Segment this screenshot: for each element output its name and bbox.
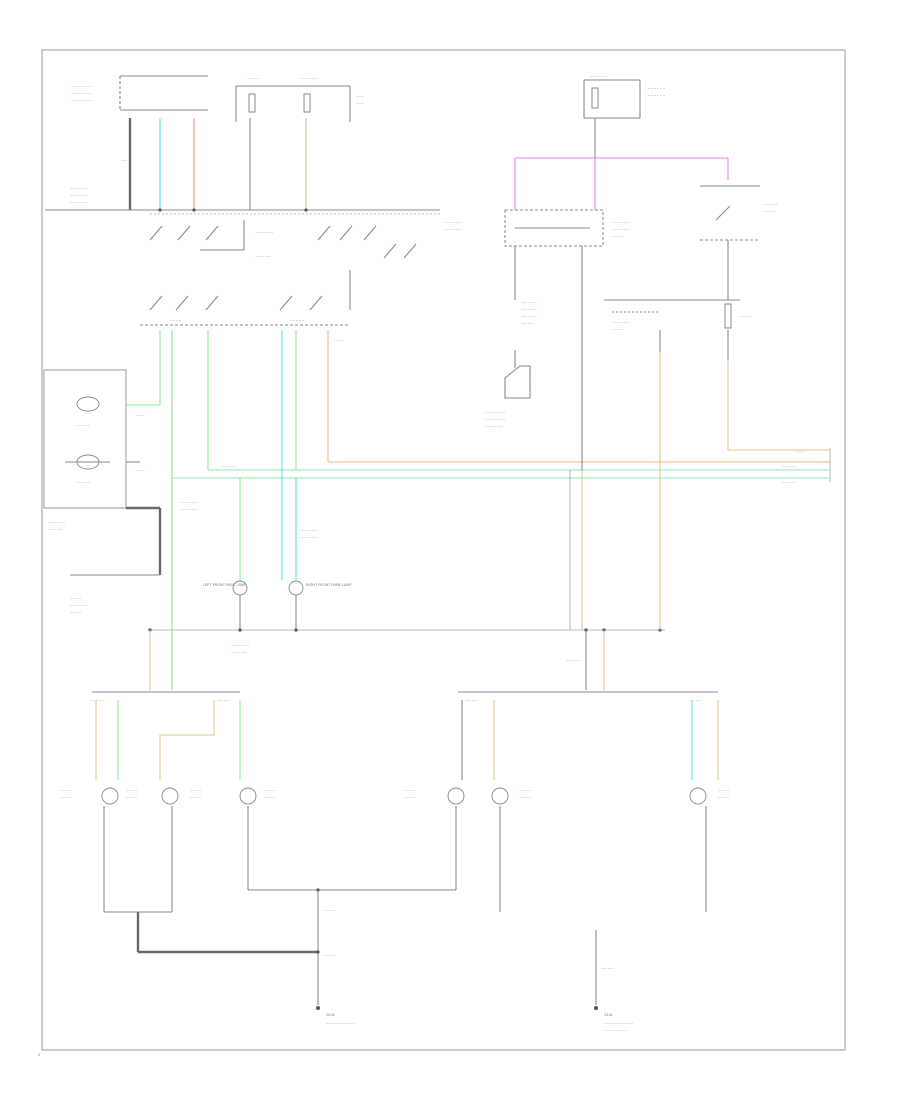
svg-text:_ _ _ _ _ _: _ _ _ _ _ _ [589,73,608,77]
svg-text:_ _ _ _: _ _ _ _ [69,595,82,599]
top-left-module: _ _ _ _ _ _ _ _ _ _ _ _ _ _ _ _ _ _ _ _ … [71,75,208,111]
svg-text:_ _ _ _ _: _ _ _ _ _ [781,479,797,483]
svg-text:_ _ _ _ _ _: _ _ _ _ _ _ [299,75,318,79]
svg-text:_ _ _ _: _ _ _ _ [69,609,82,613]
svg-text:_ _ _ _ _ _ _ _ _ _: _ _ _ _ _ _ _ _ _ _ [603,1020,634,1024]
svg-text:_ _ _ _ _: _ _ _ _ _ [75,422,91,426]
svg-text:_ _ _ _: _ _ _ _ [717,787,730,791]
svg-text:_ _ _ _ _ _: _ _ _ _ _ _ [611,219,630,223]
svg-text:_ _ _ _: _ _ _ _ [323,907,336,911]
svg-text:_ _ _ _ _ _ _: _ _ _ _ _ _ _ [484,409,506,413]
left-park-lamp-label: LEFT FRONT PARK LAMP [203,583,247,587]
svg-text:_ _ _ _ _ _ _: _ _ _ _ _ _ _ [71,97,93,101]
svg-text:_ _ _ _ _: _ _ _ _ _ [781,463,797,467]
relay-module: _ _ _ _ _ _ _ _ _ _ _ _ _ _ _ _ [504,209,630,247]
lamp-group-left: _ _ _ _ _ _ _ _ _ _ _ _ _ _ _ _ _ _ _ _ _ _… [59,787,276,805]
svg-text:_ _ _ _: _ _ _ _ [611,233,624,237]
right-front-park-lamp: RIGHT FRONT PARK LAMP [288,580,352,596]
svg-text:_ _ _ _: _ _ _ _ [59,794,72,798]
svg-text:_ _ _ _: _ _ _ _ [263,794,276,798]
svg-text:_ _ _ _ _ _: _ _ _ _ _ _ [179,506,198,510]
svg-text:_ _ _ _ _ _: _ _ _ _ _ _ [69,192,88,196]
svg-text:_ _ _: _ _ _ [355,93,365,97]
right-switch: _ _ _ _ _ _ _ _ _ [700,185,779,241]
svg-text:_ _ _ _: _ _ _ _ [59,787,72,791]
svg-text:_ _ _ _ _: _ _ _ _ _ [565,657,581,661]
svg-text:_ _ _ _ _: _ _ _ _ _ [521,313,537,317]
svg-text:_ _ _: _ _ _ [135,412,145,416]
svg-text:_ _ _ _: _ _ _ _ [763,208,776,212]
svg-text:_ _ _ _ _ _ _ _ _ _: _ _ _ _ _ _ _ _ _ _ [325,1020,356,1024]
svg-text:_ _ _ _ _ _: _ _ _ _ _ _ [69,199,88,203]
svg-text:_ _ _ _ _ _: _ _ _ _ _ _ [69,185,88,189]
svg-text:_ _ _ _ _: _ _ _ _ _ [289,317,305,321]
svg-text:_ _ _ _: _ _ _ _ [189,794,202,798]
svg-text:_ _ _ _: _ _ _ _ [403,787,416,791]
svg-text:_ _ _ _ _ _: _ _ _ _ _ _ [443,219,462,223]
svg-text:_ _ _ _: _ _ _ _ [465,697,478,701]
svg-text:_ _ _ _ _ _: _ _ _ _ _ _ [443,226,462,230]
svg-text:_ _ _ _: _ _ _ _ [125,787,138,791]
svg-text:_ _ _ _ _ _: _ _ _ _ _ _ [484,423,503,427]
svg-text:_ _ _: _ _ _ [355,100,365,104]
svg-text:_ _ _ _: _ _ _ _ [717,794,730,798]
svg-text:_ _ _ _ _: _ _ _ _ _ [231,649,247,653]
svg-text:_ _ _: _ _ _ [121,157,131,161]
left-front-park-lamp: LEFT FRONT PARK LAMP [203,580,248,596]
svg-text:_ _ _ _ _: _ _ _ _ _ [521,299,537,303]
right-park-lamp-label: RIGHT FRONT PARK LAMP [306,583,352,587]
panel-lamp-box: _ _ _ _ _ _ _ _ _ _ _ _ _ _ _ _ _ _ _ _ … [43,369,145,530]
headlamp-switch: _ _ _ _ _ _ _ _ _ _ _ _ _ _ _ _ _ _ _ _ … [140,213,462,326]
page-frame [41,49,846,1051]
svg-text:_ _ _ _: _ _ _ _ [519,794,532,798]
svg-text:_ _ _ _ _ _: _ _ _ _ _ _ [179,499,198,503]
svg-text:_ _ _ _ _ _: _ _ _ _ _ _ [47,519,66,523]
svg-text:_ _ _ _: _ _ _ _ [601,965,614,969]
svg-text:_ _ _ _ _ _ _: _ _ _ _ _ _ _ [71,90,93,94]
svg-text:_ _ _ _ _: _ _ _ _ _ [47,526,63,530]
svg-text:_ _ _ _: _ _ _ _ [521,320,534,324]
svg-text:_ _ _ _: _ _ _ _ [689,697,702,701]
ground-left: G100 _ _ _ _ _ _ _ _ _ _ [316,1006,356,1024]
svg-text:_ _ _ _: _ _ _ _ [403,794,416,798]
svg-text:_ _ _ _: _ _ _ _ [611,326,624,330]
svg-text:_ _ _ _ _ _: _ _ _ _ _ _ [299,534,318,538]
top-right-fuse: _ _ _ _ _ _ _ _ _ _ _ _ _ _ _ _ _ _ [583,73,666,119]
lamp-group-right: _ _ _ _ _ _ _ _ _ _ _ _ _ _ _ _ _ _ _ _ _ _… [403,787,730,805]
svg-text:_ _ _ _ _ _ _: _ _ _ _ _ _ _ [484,416,506,420]
ground-right: G101 _ _ _ _ _ _ _ _ _ _ _ _ _ _ _ _ _ _ [594,1006,634,1031]
svg-text:_ _ _ _: _ _ _ _ [263,787,276,791]
svg-text:_ _ _ _ _ _: _ _ _ _ _ _ [69,602,88,606]
svg-text:_ _ _ _ _ _: _ _ _ _ _ _ [255,229,274,233]
svg-text:_ _ _: _ _ _ [135,467,145,471]
svg-text:_ _ _ _ _: _ _ _ _ _ [521,306,537,310]
svg-text:_ _ _ _: _ _ _ _ [247,75,260,79]
page-id: 4 [38,1053,40,1057]
svg-text:_ _ _ _: _ _ _ _ [169,317,182,321]
svg-text:_ _ _ _ _ _: _ _ _ _ _ _ [299,527,318,531]
svg-text:_ _ _ _: _ _ _ _ [323,952,336,956]
ground-left-label: G100 [326,1013,335,1017]
svg-text:_ _ _ _: _ _ _ _ [217,697,230,701]
svg-text:_ _ _: _ _ _ [334,337,344,341]
svg-text:_ _ _ _: _ _ _ _ [739,313,752,317]
svg-text:_ _ _ _ _ _: _ _ _ _ _ _ [231,642,250,646]
svg-text:_ _ _ _: _ _ _ _ [189,787,202,791]
svg-text:_ _ _ _ _: _ _ _ _ _ [221,463,237,467]
svg-text:_ _ _ _ _: _ _ _ _ _ [763,201,779,205]
svg-text:_ _ _ _ _: _ _ _ _ _ [89,697,105,701]
svg-text:_ _ _ _ _ _: _ _ _ _ _ _ [611,226,630,230]
svg-text:_ _ _ _ _: _ _ _ _ _ [255,253,271,257]
svg-text:_ _ _ _ _ _: _ _ _ _ _ _ [611,319,630,323]
svg-text:_ _ _ _ _ _: _ _ _ _ _ _ [647,85,666,89]
svg-text:_ _ _ _ _: _ _ _ _ _ [75,479,91,483]
svg-text:_ _ _ _: _ _ _ _ [125,794,138,798]
svg-text:_ _ _ _ _ _ _ _: _ _ _ _ _ _ _ _ [603,1027,628,1031]
ground-right-label: G101 [604,1013,613,1017]
svg-text:_ _ _ _: _ _ _ _ [519,787,532,791]
svg-text:_ _ _ _ _ _ _: _ _ _ _ _ _ _ [71,83,93,87]
fuse-panel-top: _ _ _ _ _ _ _ _ _ _ _ _ _ _ _ _ [235,75,365,122]
svg-text:_ _ _ _ _ _: _ _ _ _ _ _ [647,92,666,96]
